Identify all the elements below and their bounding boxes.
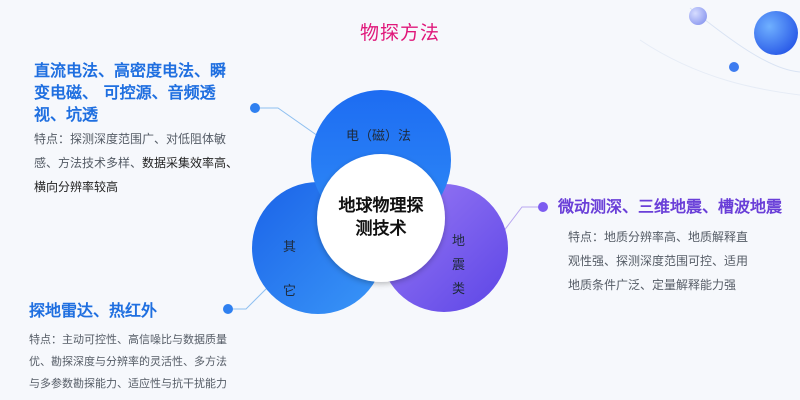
seismic-features: 特点：地质分辨率高、地质解释直 观性强、探测深度范围可控、适用 地质条件广泛、定… [568, 225, 748, 297]
circle-label-seismic-2: 震 [452, 258, 466, 273]
other-features-line1: 特点：主动可控性、高信噪比与数据质量 [29, 333, 227, 346]
decor-dot [729, 62, 739, 72]
connector-electric [255, 107, 319, 137]
electric-methods-line1: 直流电法、高密度电法、瞬 [34, 61, 227, 80]
seismic-features-line2: 观性强、探测深度范围可控、适用 [568, 254, 749, 268]
decor-ball-large [754, 11, 798, 55]
seismic-features-line3: 地质条件广泛、定量解释能力强 [568, 278, 737, 292]
electric-methods-line2: 变电磁、 可控源、音频透 [34, 83, 216, 102]
electric-features-line3: 横向分辨率较高 [34, 180, 119, 194]
electric-features-line2-b: 数据采集效率高、 [142, 156, 239, 170]
circle-label-other-1: 其 [283, 240, 297, 255]
decor-ball-small [689, 7, 707, 25]
center-label: 地球物理探 测技术 [321, 195, 441, 241]
connector-seismic [499, 206, 543, 237]
electric-features: 特点：探测深度范围广、对低阻体敏 感、方法技术多样、数据采集效率高、 横向分辨率… [34, 127, 238, 199]
seismic-methods: 微动测深、三维地震、槽波地震 [558, 197, 783, 216]
circle-label-other-2: 它 [283, 284, 297, 299]
dot-seismic [538, 202, 548, 212]
center-label-line1: 地球物理探 [338, 196, 424, 216]
center-label-line2: 测技术 [355, 219, 407, 239]
connector-other [228, 284, 271, 310]
seismic-features-line1: 特点：地质分辨率高、地质解释直 [568, 230, 749, 244]
electric-features-line2-a: 感、方法技术多样、 [34, 156, 143, 170]
other-features-line3: 与多参数勘探能力、适应性与抗干扰能力 [29, 377, 227, 390]
circle-label-seismic-3: 类 [452, 282, 466, 297]
page-title: 物探方法 [359, 22, 440, 44]
circle-label-seismic-1: 地 [452, 234, 466, 249]
other-methods: 探地雷达、热红外 [29, 301, 158, 320]
other-features: 特点：主动可控性、高信噪比与数据质量 优、勘探深度与分辨率的灵活性、多方法 与多… [29, 329, 227, 395]
other-features-line2: 优、勘探深度与分辨率的灵活性、多方法 [29, 355, 227, 368]
decor-orbit-2 [639, 39, 800, 96]
electric-features-line2: 感、方法技术多样、数据采集效率高、 [34, 151, 238, 175]
circle-label-electric: 电（磁）法 [346, 129, 412, 144]
center-circle [317, 154, 445, 282]
dot-electric [250, 103, 260, 113]
dot-other [223, 304, 233, 314]
electric-features-line1: 特点：探测深度范围广、对低阻体敏 [34, 132, 227, 146]
electric-methods: 直流电法、高密度电法、瞬 变电磁、 可控源、音频透 视、坑透 [34, 60, 226, 126]
electric-methods-line3: 视、坑透 [34, 105, 99, 124]
